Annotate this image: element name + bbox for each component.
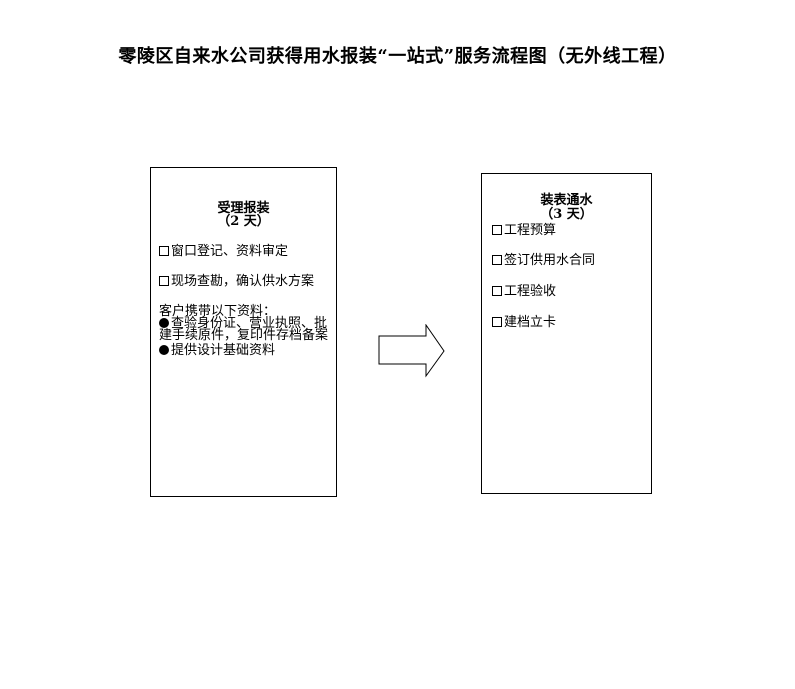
checkbox-icon bbox=[159, 245, 169, 256]
checkbox-icon bbox=[492, 316, 502, 327]
checkbox-icon bbox=[492, 254, 502, 265]
step-duration: （3 天） bbox=[540, 207, 593, 222]
documents-intro: 客户携带以下资料： bbox=[159, 304, 277, 319]
diagram-title: 零陵区自来水公司获得用水报装“一站式”服务流程图（无外线工程） bbox=[118, 46, 677, 67]
checklist-item-label: 窗口登记、资料审定 bbox=[171, 244, 289, 259]
step-duration: （2 天） bbox=[217, 214, 270, 229]
checklist-item: 工程验收 bbox=[492, 285, 556, 299]
step-box-meter-installation: 装表通水 （3 天） 工程预算 签订供用水合同 工程验收 建档立卡 bbox=[481, 173, 652, 494]
bullet-icon bbox=[159, 317, 169, 328]
checklist-item: 工程预算 bbox=[492, 224, 556, 238]
required-documents: 客户携带以下资料： 查验身份证、营业执照、批建手续原件，复印件存档备案 提供设计… bbox=[159, 304, 335, 358]
checklist-item-label: 签订供用水合同 bbox=[504, 253, 596, 268]
step-heading: 装表通水 bbox=[540, 193, 593, 208]
checklist-item-label: 工程预算 bbox=[504, 223, 557, 238]
document-item-label: 查验身份证、营业执照、批建手续原件，复印件存档备案 bbox=[159, 316, 329, 343]
document-item: 提供设计基础资料 bbox=[159, 343, 335, 358]
checklist-item: 窗口登记、资料审定 bbox=[159, 245, 288, 259]
document-item: 查验身份证、营业执照、批建手续原件，复印件存档备案 bbox=[159, 316, 335, 343]
checkbox-icon bbox=[159, 275, 169, 286]
checklist-item: 签订供用水合同 bbox=[492, 254, 595, 268]
checkbox-icon bbox=[492, 285, 502, 296]
step-heading: 受理报装 bbox=[217, 201, 270, 216]
right-arrow-icon bbox=[378, 324, 445, 378]
checklist-item-label: 现场查勘，确认供水方案 bbox=[171, 274, 315, 289]
document-item-label: 提供设计基础资料 bbox=[171, 343, 276, 358]
checklist-item: 现场查勘，确认供水方案 bbox=[159, 275, 314, 289]
checklist-item-label: 工程验收 bbox=[504, 284, 557, 299]
bullet-icon bbox=[159, 344, 169, 355]
checklist-item-label: 建档立卡 bbox=[504, 315, 557, 330]
checklist-item: 建档立卡 bbox=[492, 316, 556, 330]
step-box-accept-application: 受理报装 （2 天） 窗口登记、资料审定 现场查勘，确认供水方案 客户携带以下资… bbox=[150, 167, 337, 497]
checkbox-icon bbox=[492, 224, 502, 235]
